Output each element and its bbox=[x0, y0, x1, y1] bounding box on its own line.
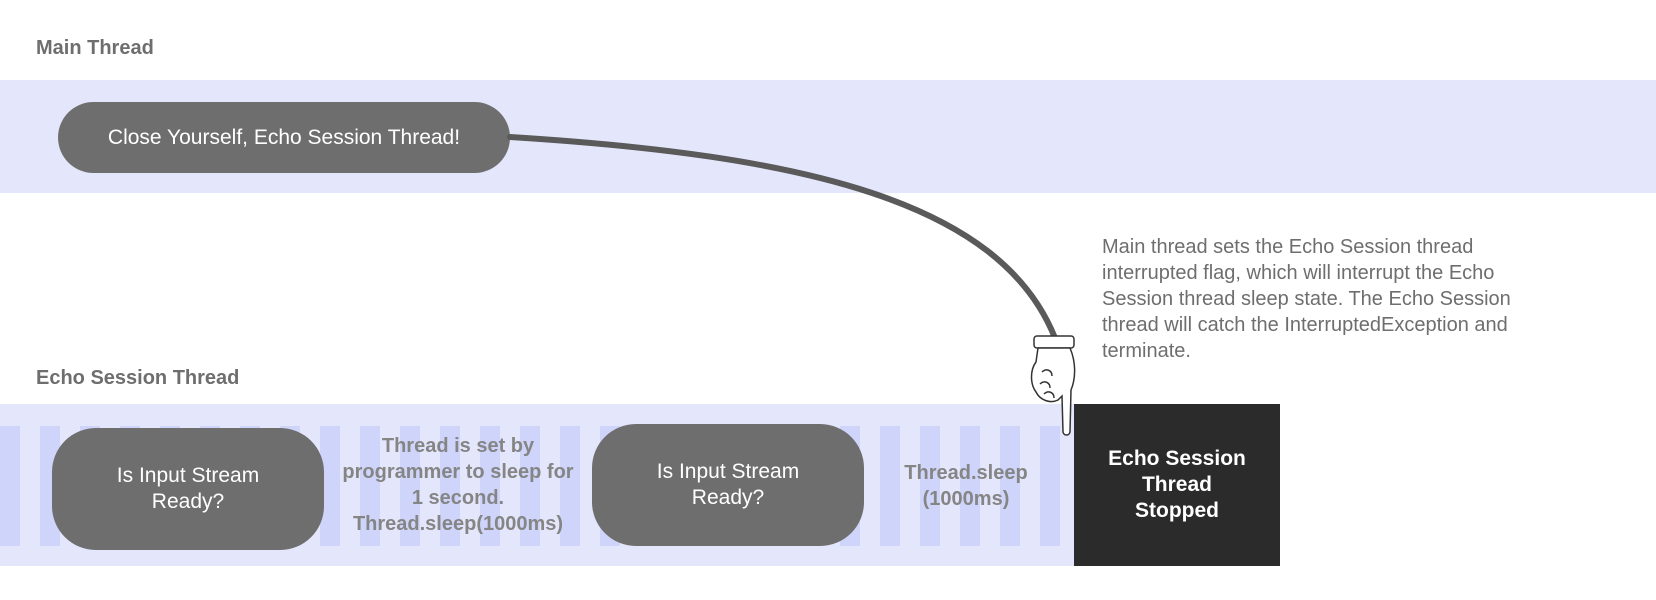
sleep-stripe bbox=[880, 426, 900, 546]
sleep-stripe bbox=[480, 426, 500, 546]
sleep-stripe bbox=[520, 426, 540, 546]
sleep-stripe bbox=[360, 426, 380, 546]
interrupt-arrow-line bbox=[507, 134, 1058, 341]
sleep-stripe bbox=[1000, 426, 1020, 546]
sleep-stripe bbox=[920, 426, 940, 546]
sleep-stripe bbox=[0, 426, 20, 546]
sleep-stripe bbox=[320, 426, 340, 546]
sleep-stripe bbox=[400, 426, 420, 546]
sleep-stripe bbox=[440, 426, 460, 546]
thread-stopped-node: Echo Session Thread Stopped bbox=[1074, 404, 1280, 566]
sleep-stripe bbox=[560, 426, 580, 546]
pointing-hand-icon bbox=[1030, 335, 1076, 436]
main-thread-title: Main Thread bbox=[36, 37, 154, 59]
sleep-note-2: Thread.sleep (1000ms) bbox=[904, 462, 1028, 510]
input-stream-check-2: Is Input Stream Ready? bbox=[592, 424, 864, 546]
echo-thread-title: Echo Session Thread bbox=[36, 367, 240, 389]
interrupt-explanation: Main thread sets the Echo Session thread… bbox=[1102, 236, 1511, 362]
sleep-stripe bbox=[1040, 426, 1060, 546]
close-request-node: Close Yourself, Echo Session Thread! bbox=[58, 102, 510, 173]
sleep-note-1: Thread is set by programmer to sleep for… bbox=[342, 435, 574, 535]
input-stream-check-1: Is Input Stream Ready? bbox=[52, 428, 324, 550]
sleep-stripe bbox=[960, 426, 980, 546]
